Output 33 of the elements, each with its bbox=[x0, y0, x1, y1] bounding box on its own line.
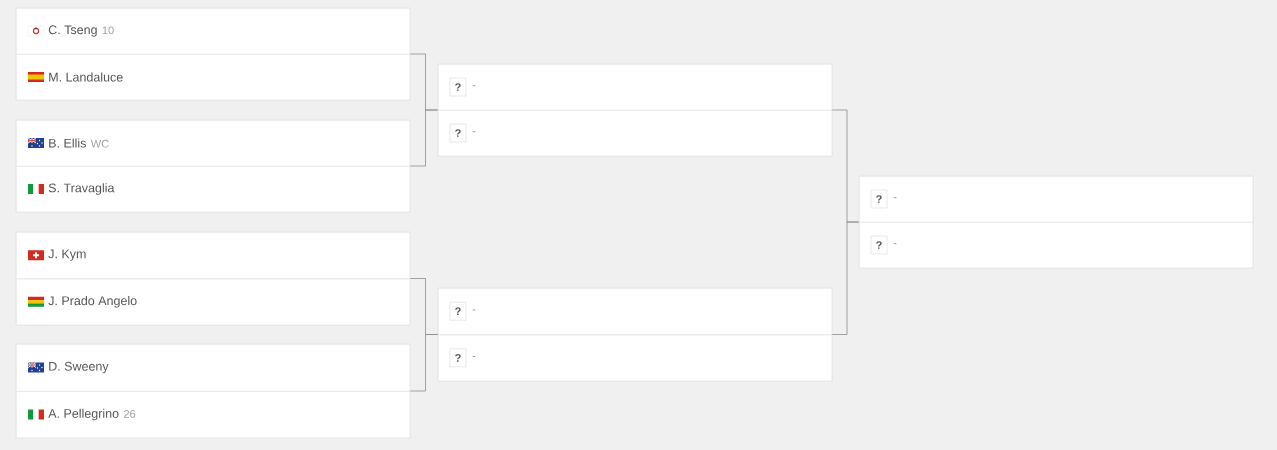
seed-label: 10 bbox=[102, 26, 114, 35]
placeholder-box: ? bbox=[449, 77, 467, 97]
score-text: - bbox=[472, 85, 476, 87]
score-text: - bbox=[472, 131, 476, 133]
player-name: M. Landaluce bbox=[49, 72, 123, 82]
score-text: - bbox=[472, 309, 476, 311]
score-text: - bbox=[472, 356, 476, 357]
player-name: C. Tseng bbox=[48, 25, 97, 37]
player-name: J. Prado Angelo bbox=[48, 295, 137, 308]
player-name: A. Pellegrino bbox=[48, 408, 119, 421]
player-name: D. Sweeny bbox=[49, 361, 109, 374]
score-text: - bbox=[893, 243, 897, 245]
seed-label: WC bbox=[90, 139, 109, 148]
bracket-line bbox=[409, 334, 439, 392]
match-box bbox=[15, 119, 411, 213]
bracket-line bbox=[409, 109, 439, 167]
match-box bbox=[15, 7, 411, 101]
player-name: B. Ellis bbox=[49, 138, 86, 148]
player-name: J. Kym bbox=[48, 249, 86, 261]
placeholder-box: ? bbox=[449, 348, 467, 368]
match-box bbox=[15, 343, 411, 439]
placeholder-box: ? bbox=[449, 123, 467, 143]
placeholder-box: ? bbox=[870, 189, 888, 209]
placeholder-box: ? bbox=[449, 301, 467, 321]
match-box bbox=[437, 63, 833, 157]
score-text: - bbox=[893, 197, 897, 199]
seed-label: 26 bbox=[124, 410, 136, 418]
placeholder-box: ? bbox=[870, 235, 888, 255]
match-box bbox=[437, 287, 833, 382]
bracket-line bbox=[831, 221, 860, 335]
player-name: S. Travaglia bbox=[48, 183, 115, 195]
match-box bbox=[858, 175, 1254, 269]
match-box bbox=[15, 231, 411, 326]
